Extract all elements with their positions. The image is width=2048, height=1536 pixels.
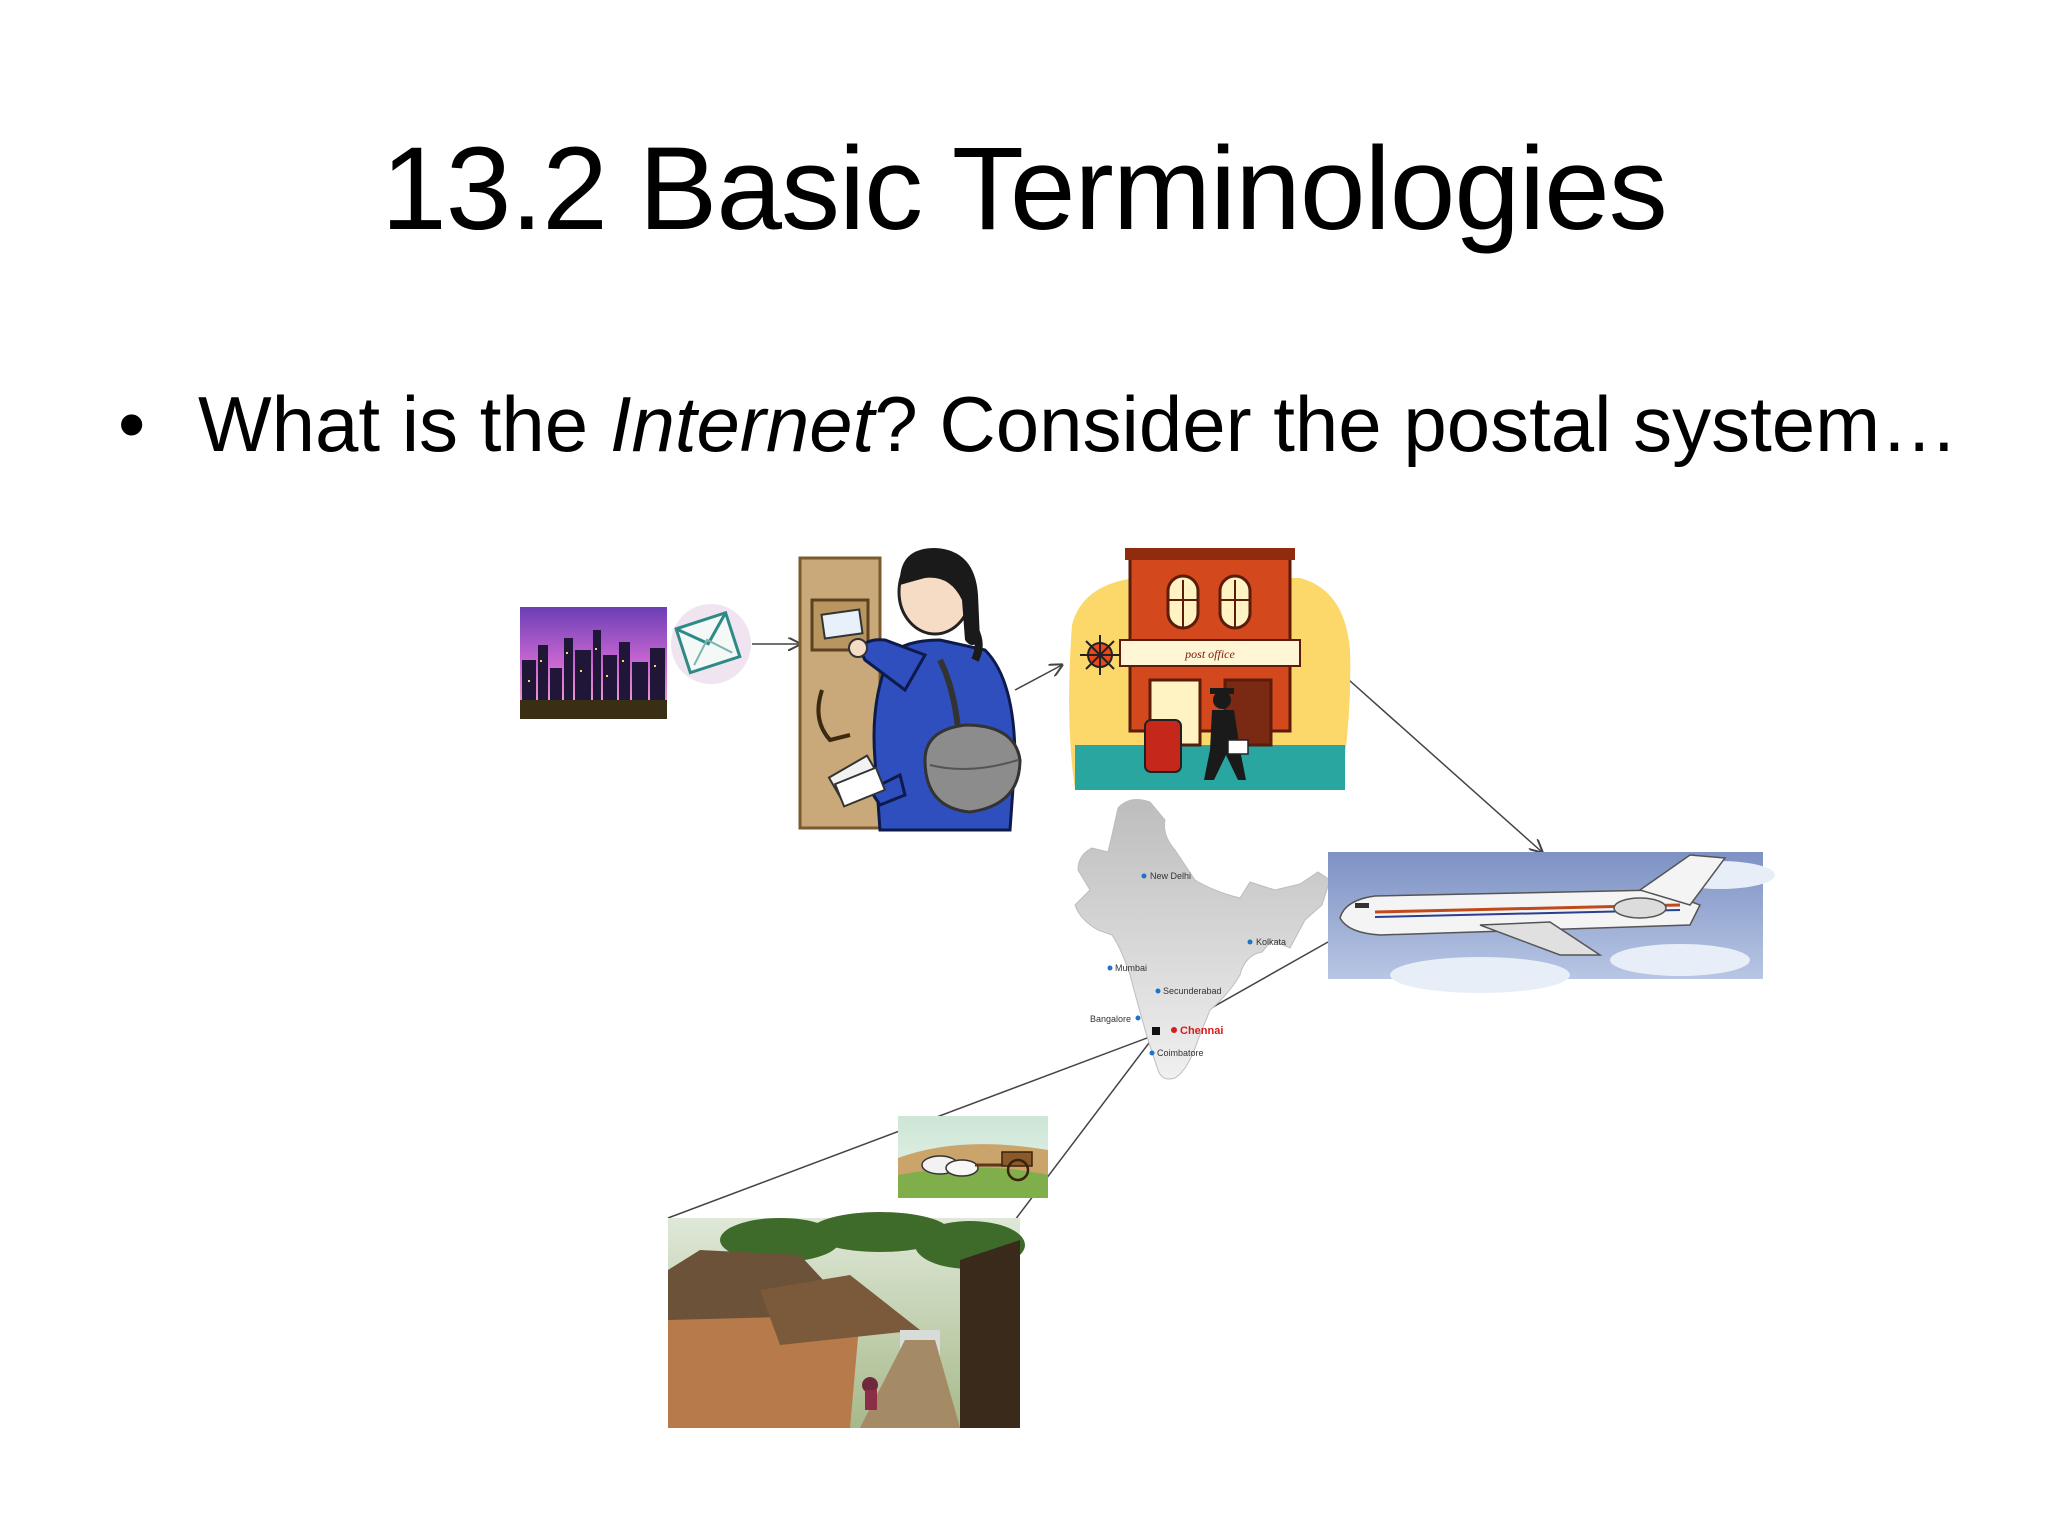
india-map-image: New Delhi Kolkata Mumbai Secunderabad Ba… bbox=[1074, 799, 1331, 1080]
envelope-icon bbox=[671, 604, 751, 684]
slide-title: 13.2 Basic Terminologies bbox=[381, 123, 1668, 255]
map-label-kolkata: Kolkata bbox=[1256, 937, 1286, 947]
airplane-image bbox=[1328, 852, 1775, 993]
post-office-sign: post office bbox=[1184, 647, 1235, 661]
map-label-new-delhi: New Delhi bbox=[1150, 871, 1191, 881]
map-label-secunderabad: Secunderabad bbox=[1163, 986, 1222, 996]
map-label-bangalore: Bangalore bbox=[1090, 1014, 1131, 1024]
post-office-image: post office bbox=[1069, 548, 1351, 790]
bullet-text-prefix: What is the bbox=[198, 380, 610, 468]
bullet-item: • What is the Internet? Consider the post… bbox=[118, 380, 1959, 468]
bullet-text-suffix: ? Consider the postal system… bbox=[874, 380, 1959, 468]
bullet-text-emphasis: Internet bbox=[609, 380, 875, 468]
map-label-mumbai: Mumbai bbox=[1115, 963, 1147, 973]
village-image bbox=[668, 1212, 1025, 1428]
bullet-dot: • bbox=[118, 380, 146, 468]
map-label-coimbatore: Coimbatore bbox=[1157, 1048, 1204, 1058]
map-label-chennai: Chennai bbox=[1180, 1025, 1223, 1037]
city-skyline-image bbox=[520, 607, 667, 719]
bullock-cart-image bbox=[898, 1116, 1048, 1198]
person-posting-letter-image bbox=[798, 548, 1022, 832]
